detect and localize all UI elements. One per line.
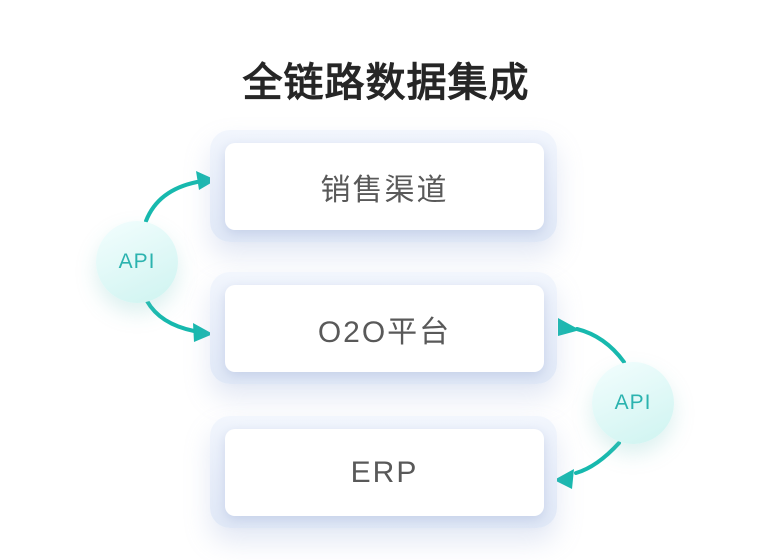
node-o2o-platform-card: O2O平台 (225, 285, 544, 372)
arrow-api-left-to-sales (144, 180, 199, 223)
node-sales-channel-card: 销售渠道 (225, 143, 544, 230)
node-o2o-platform: O2O平台 (210, 272, 557, 384)
api-badge-right-label: API (614, 391, 652, 414)
diagram-title: 全链路数据集成 (242, 61, 530, 105)
arrow-api-right-to-erp (574, 441, 621, 475)
api-badge-right: API (592, 362, 674, 444)
node-o2o-platform-label: O2O平台 (317, 315, 452, 349)
node-erp-label: ERP (350, 455, 419, 489)
node-sales-channel-label: 销售渠道 (320, 173, 449, 207)
node-erp: ERP (210, 416, 557, 528)
arrowhead-o2o-to-api-right-icon (558, 318, 580, 336)
api-badge-left: API (96, 221, 178, 303)
arrow-api-left-to-o2o (145, 299, 196, 333)
node-sales-channel: 销售渠道 (210, 130, 557, 242)
node-erp-card: ERP (225, 429, 544, 516)
arrowhead-api-right-to-erp-icon (554, 469, 574, 489)
arrow-o2o-to-api-right (575, 327, 626, 364)
api-badge-left-label: API (118, 250, 156, 273)
